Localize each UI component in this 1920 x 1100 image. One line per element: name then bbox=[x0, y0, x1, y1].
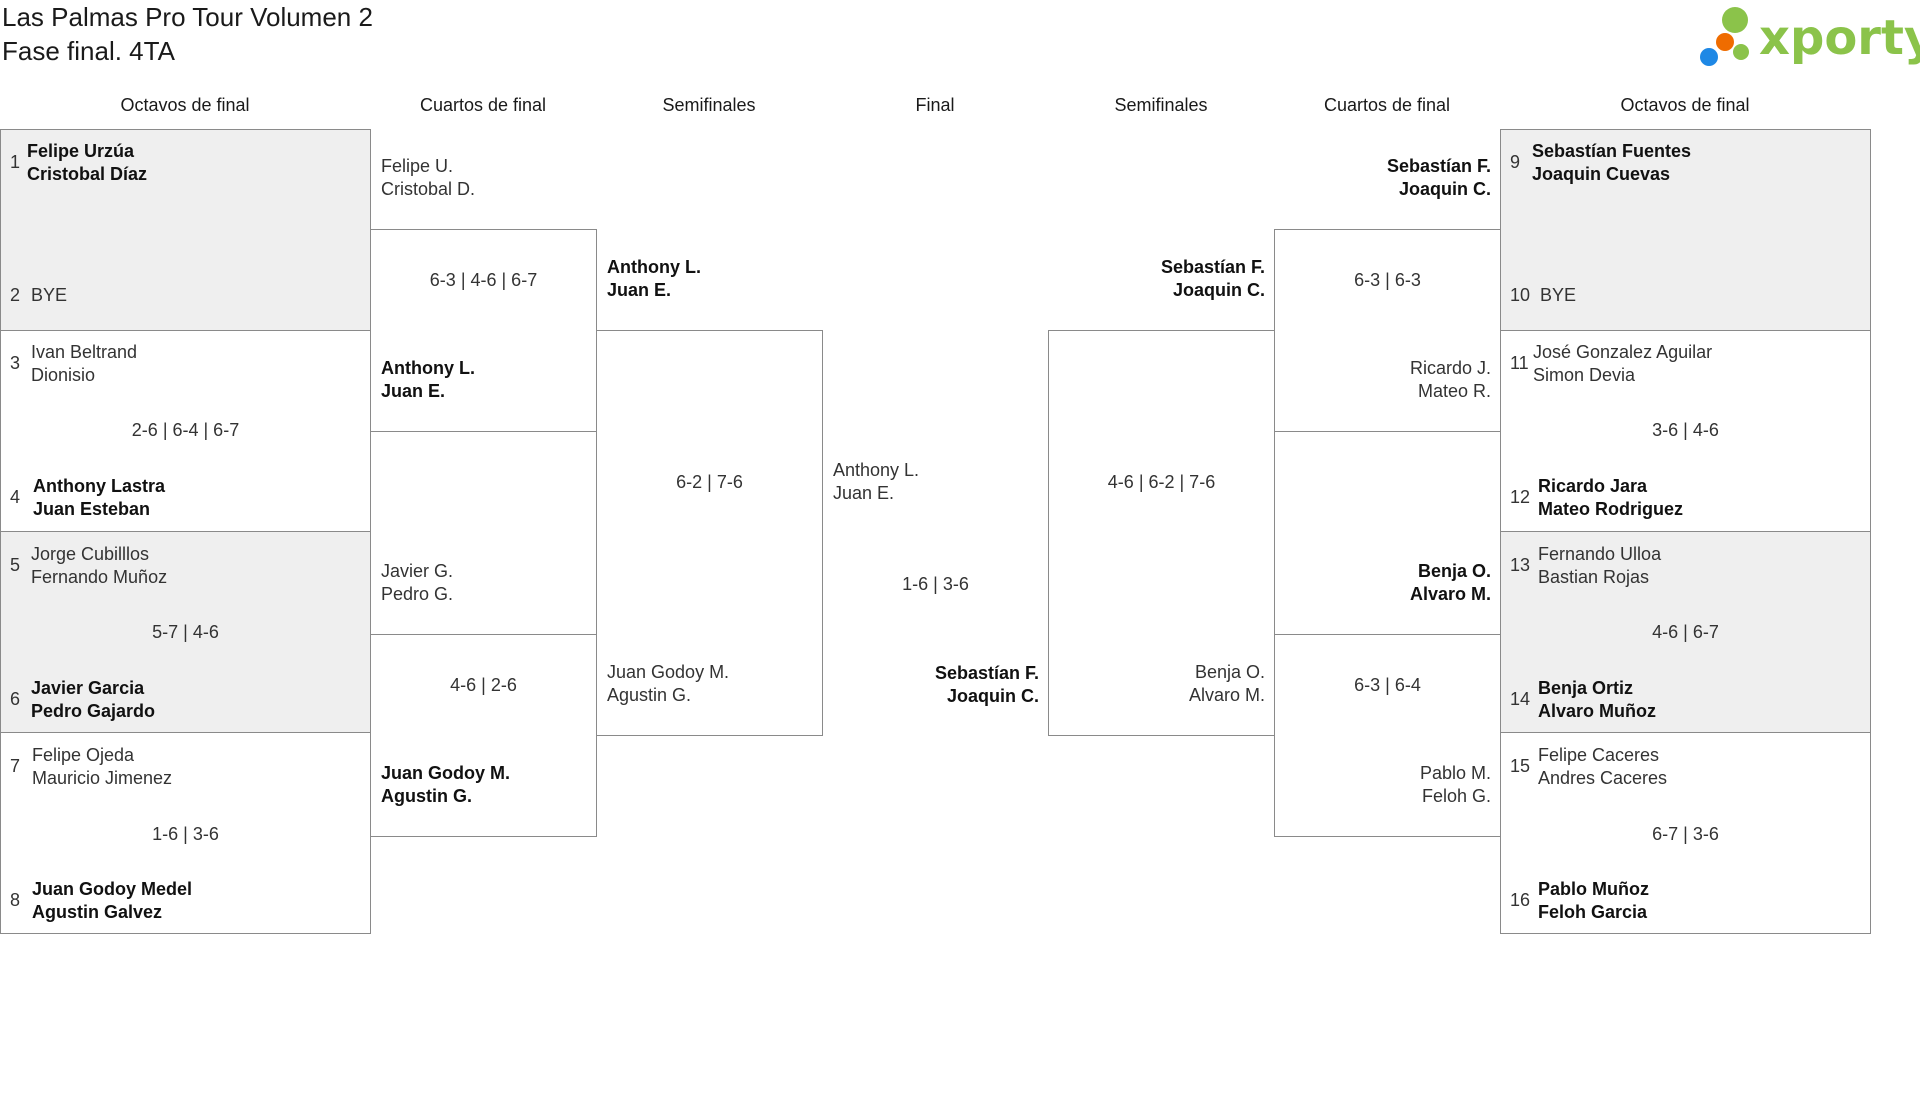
match-card-left-r16-3[interactable] bbox=[0, 531, 371, 733]
bye-label: BYE bbox=[1540, 285, 1577, 305]
round-header-right-r16: Octavos de final bbox=[1620, 95, 1750, 115]
match-score: 4-6 | 2-6 bbox=[450, 675, 517, 695]
match-score: 1-6 | 3-6 bbox=[152, 824, 219, 844]
seed-number: 7 bbox=[10, 756, 21, 776]
team-name-winner: Sebastían F.Joaquin C. bbox=[1386, 156, 1491, 199]
round-header-right-qf: Cuartos de final bbox=[1323, 95, 1451, 115]
match-card-left-r16-1[interactable] bbox=[0, 129, 371, 331]
match-card-right-r16-1[interactable] bbox=[1500, 129, 1871, 331]
team-name: Pablo M.Feloh G. bbox=[1419, 763, 1491, 806]
bye-label: BYE bbox=[31, 285, 68, 305]
match-score: 3-6 | 4-6 bbox=[1652, 420, 1719, 440]
phase-title: Fase final. 4TA bbox=[2, 36, 175, 66]
match-score: 5-7 | 4-6 bbox=[152, 622, 219, 642]
match-score: 6-3 | 6-3 bbox=[1354, 270, 1421, 290]
round-header-right-sf: Semifinales bbox=[1114, 95, 1208, 115]
team-name: Ricardo J.Mateo R. bbox=[1409, 358, 1491, 401]
team-name-winner: Benja O.Alvaro M. bbox=[1409, 561, 1491, 604]
round-header-left-r16: Octavos de final bbox=[120, 95, 250, 115]
match-score: 2-6 | 6-4 | 6-7 bbox=[131, 420, 240, 440]
logo-dot-green bbox=[1722, 7, 1748, 33]
seed-number: 2 bbox=[10, 285, 21, 305]
seed-number: 12 bbox=[1510, 487, 1531, 507]
finalist-team: Anthony L.Juan E. bbox=[833, 460, 920, 503]
logo-dot-blue bbox=[1700, 48, 1718, 66]
match-score: 6-3 | 4-6 | 6-7 bbox=[429, 270, 538, 290]
seed-number: 1 bbox=[10, 152, 21, 172]
seed-number: 4 bbox=[10, 487, 21, 507]
seed-number: 15 bbox=[1510, 756, 1531, 776]
match-score: 6-3 | 6-4 bbox=[1354, 675, 1421, 695]
team-name-winner: Anthony L.Juan E. bbox=[607, 257, 701, 300]
seed-number: 16 bbox=[1510, 890, 1531, 910]
round-header-left-sf: Semifinales bbox=[662, 95, 756, 115]
logo-dot-green-small bbox=[1733, 44, 1749, 60]
match-card-right-r16-4[interactable] bbox=[1500, 732, 1871, 934]
match-score: 6-7 | 3-6 bbox=[1652, 824, 1719, 844]
seed-number: 3 bbox=[10, 353, 21, 373]
champion-team: Sebastían F.Joaquin C. bbox=[934, 663, 1039, 706]
seed-number: 8 bbox=[10, 890, 21, 910]
tournament-title: Las Palmas Pro Tour Volumen 2 bbox=[2, 2, 373, 32]
logo-text: xporty bbox=[1759, 10, 1920, 66]
match-card-right-sf[interactable] bbox=[1048, 330, 1275, 736]
seed-number: 14 bbox=[1510, 689, 1531, 709]
match-score: 4-6 | 6-7 bbox=[1652, 622, 1719, 642]
team-name: Juan Godoy M.Agustin G. bbox=[607, 662, 730, 705]
team-name-winner: Anthony L.Juan E. bbox=[381, 358, 475, 401]
seed-number: 6 bbox=[10, 689, 21, 709]
final-score: 1-6 | 3-6 bbox=[902, 574, 969, 594]
team-name: Javier G.Pedro G. bbox=[381, 561, 454, 604]
match-score: 4-6 | 6-2 | 7-6 bbox=[1107, 472, 1216, 492]
round-header-left-qf: Cuartos de final bbox=[419, 95, 547, 115]
team-name: Benja O.Alvaro M. bbox=[1188, 662, 1265, 705]
round-header-final: Final bbox=[915, 95, 955, 115]
seed-number: 10 bbox=[1510, 285, 1531, 305]
team-name: Felipe U.Cristobal D. bbox=[381, 156, 476, 199]
seed-number: 13 bbox=[1510, 555, 1531, 575]
match-score: 6-2 | 7-6 bbox=[676, 472, 743, 492]
team-name-winner: Sebastían F.Joaquin C. bbox=[1160, 257, 1265, 300]
logo-dot-orange bbox=[1716, 33, 1734, 51]
seed-number: 5 bbox=[10, 555, 21, 575]
team-name-winner: Juan Godoy M.Agustin G. bbox=[381, 763, 511, 806]
xporty-logo: xporty bbox=[1700, 7, 1920, 66]
match-card-left-sf[interactable] bbox=[596, 330, 823, 736]
seed-number: 11 bbox=[1510, 353, 1529, 373]
seed-number: 9 bbox=[1510, 152, 1521, 172]
